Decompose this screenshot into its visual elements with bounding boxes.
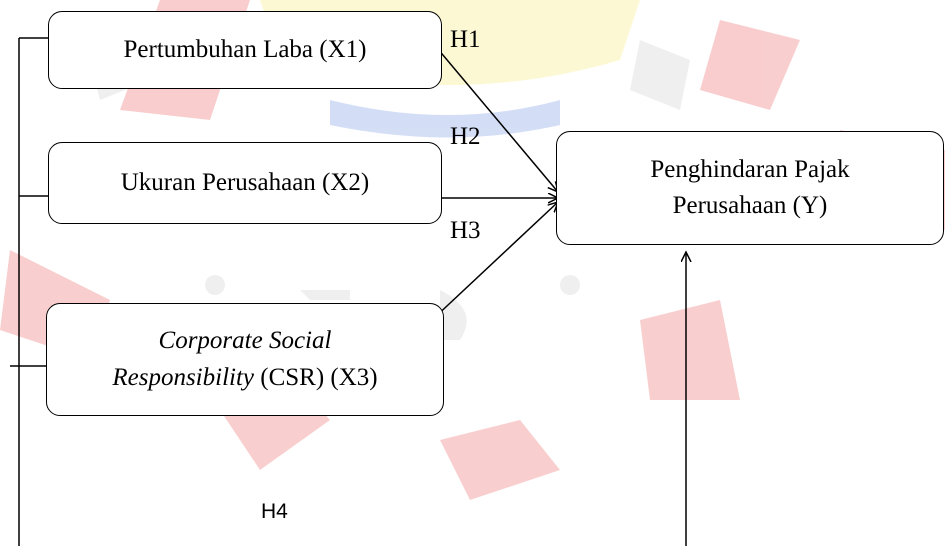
node-x3-line2: Responsibility (CSR) (X3) [112, 360, 377, 396]
hypothesis-h3-label: H3 [450, 217, 481, 244]
node-y-line1: Penghindaran Pajak [650, 155, 850, 183]
h3-arrow [431, 202, 558, 321]
hypothesis-h4-label: H4 [261, 500, 288, 523]
hypothesis-h1-label: H1 [450, 26, 481, 53]
node-x1-label: Pertumbuhan Laba (X1) [123, 35, 367, 63]
node-x3-line2-italic: Responsibility [112, 363, 255, 391]
node-x3-csr: Corporate Social Responsibility (CSR) (X… [46, 303, 444, 416]
node-x1-pertumbuhan-laba: Pertumbuhan Laba (X1) [48, 11, 442, 89]
node-x3-line2-rest: (CSR) (X3) [254, 363, 378, 391]
node-x2-label: Ukuran Perusahaan (X2) [120, 168, 370, 196]
node-y-penghindaran-pajak: Penghindaran Pajak Perusahaan (Y) [556, 131, 944, 245]
node-x2-ukuran-perusahaan: Ukuran Perusahaan (X2) [48, 142, 442, 224]
h1-arrow [431, 41, 558, 192]
hypothesis-h2-label: H2 [450, 123, 481, 150]
node-x3-line1: Corporate Social [158, 327, 332, 355]
node-y-line2: Perusahaan (Y) [672, 192, 828, 219]
